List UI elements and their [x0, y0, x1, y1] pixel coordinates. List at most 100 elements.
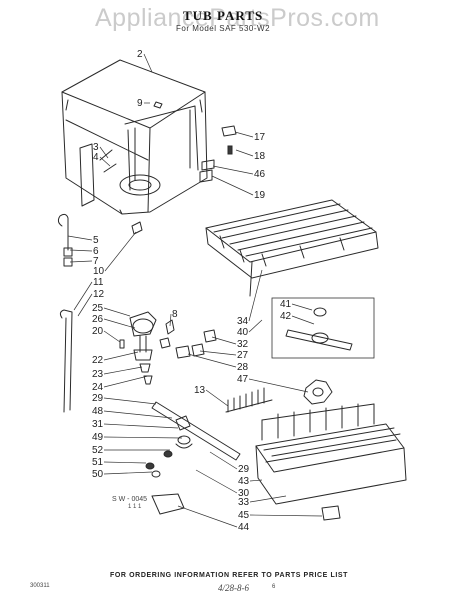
- tub-assembly: [61, 59, 208, 215]
- page-title: TUB PARTS: [183, 8, 264, 23]
- callout-c30: 30: [238, 488, 250, 499]
- callout-c18: 18: [254, 151, 266, 162]
- leader-line-c50: [103, 471, 153, 475]
- left-reference: 300311: [30, 583, 50, 589]
- nuts-and-washers: [145, 450, 173, 478]
- callout-c28: 28: [237, 362, 249, 373]
- callout-c33: 33: [238, 497, 250, 508]
- leader-line-c34: [248, 269, 263, 322]
- callout-c22: 22: [92, 355, 104, 366]
- leader-line-c25: [103, 307, 131, 317]
- drawing-code-sub: 1 1 1: [128, 504, 142, 510]
- callout-c12: 12: [93, 289, 105, 300]
- callout-c29b: 29: [238, 464, 250, 475]
- leader-line-c17: [234, 131, 254, 138]
- leader-line-c3: [99, 146, 109, 159]
- callout-c4: 4: [93, 152, 99, 163]
- leader-line-c22: [103, 351, 139, 361]
- callout-c45: 45: [238, 510, 250, 521]
- leader-line-c4: [99, 156, 111, 167]
- leader-line-c33: [249, 495, 287, 503]
- callout-c43: 43: [238, 476, 250, 487]
- drawing-code: S W - 0045: [112, 496, 148, 503]
- callout-c19: 19: [254, 190, 266, 201]
- leader-line-c45: [249, 514, 323, 517]
- callout-c20: 20: [92, 326, 104, 337]
- leader-line-c40: [248, 319, 263, 333]
- callout-c23: 23: [92, 369, 104, 380]
- callout-c8: 8: [172, 309, 178, 320]
- callout-c25: 25: [92, 303, 104, 314]
- leader-line-c29a: [103, 397, 157, 405]
- silverware-guide: [225, 387, 273, 413]
- callout-c50: 50: [92, 469, 104, 480]
- callout-c27: 27: [237, 350, 249, 361]
- leader-line-c6: [69, 249, 93, 252]
- leader-line-c46: [212, 165, 254, 175]
- callout-c7: 7: [93, 256, 99, 267]
- leader-line-c49: [103, 436, 183, 439]
- leader-line-c18: [235, 149, 254, 157]
- callout-c46: 46: [254, 169, 266, 180]
- leader-line-c12: [77, 293, 93, 317]
- leader-line-c20: [103, 330, 121, 343]
- leader-line-c42: [291, 315, 315, 325]
- leader-line-c30: [195, 469, 238, 494]
- callout-c11: 11: [93, 277, 104, 288]
- handwritten-note: 4/28-8-6: [218, 583, 249, 593]
- leader-line-c5: [67, 235, 93, 241]
- leader-line-c24: [103, 375, 149, 388]
- pump-assembly: [119, 311, 175, 385]
- leader-line-c48: [103, 410, 173, 419]
- model-subtitle: For Model SAF 530-W2: [176, 24, 271, 33]
- callout-c52: 52: [92, 445, 104, 456]
- leader-line-c8: [169, 313, 172, 327]
- callout-c48: 48: [92, 406, 104, 417]
- leader-line-c44: [177, 505, 238, 528]
- watermark: AppliancePartsPros.com: [95, 4, 380, 32]
- lower-rack: [255, 403, 407, 505]
- fittings: [159, 329, 217, 359]
- callout-c49: 49: [92, 432, 104, 443]
- callout-c51: 51: [92, 457, 104, 468]
- leader-line-c32: [211, 336, 237, 345]
- lower-spray-arm: [151, 401, 241, 461]
- leader-line-c51: [103, 461, 147, 464]
- callout-c40: 40: [237, 327, 249, 338]
- callout-c2: 2: [137, 49, 143, 60]
- leader-line-c19: [211, 175, 254, 196]
- leader-line-c29b: [209, 451, 238, 470]
- leader-line-c23: [103, 366, 143, 375]
- callout-c24: 24: [92, 382, 104, 393]
- callout-c47: 47: [237, 374, 249, 385]
- leader-line-c28: [187, 353, 237, 368]
- ordering-note: FOR ORDERING INFORMATION REFER TO PARTS …: [110, 572, 349, 579]
- spray-arm-47: [303, 379, 333, 405]
- callout-c32: 32: [237, 339, 249, 350]
- leader-line-c11: [73, 281, 93, 311]
- leader-line-c43: [249, 479, 263, 482]
- callout-c26: 26: [92, 314, 104, 325]
- leader-line-c26: [103, 318, 136, 329]
- leader-line-c41: [291, 303, 313, 311]
- callout-c34: 34: [237, 316, 249, 327]
- fill-tube: [59, 309, 73, 413]
- page-number: 6: [272, 584, 276, 590]
- leader-line-c13: [205, 389, 229, 407]
- callout-c44: 44: [238, 522, 250, 533]
- callout-c5: 5: [93, 235, 99, 246]
- leader-line-c47: [248, 378, 309, 393]
- callout-c9: 9: [137, 98, 143, 109]
- callout-c31: 31: [92, 419, 104, 430]
- callout-c13: 13: [194, 385, 206, 396]
- callout-c3: 3: [93, 142, 99, 153]
- callout-c29a: 29: [92, 393, 104, 404]
- spray-arm-box: [271, 297, 375, 359]
- leader-line-c7: [69, 260, 93, 263]
- door-hardware: [199, 125, 237, 183]
- callout-c10: 10: [93, 266, 105, 277]
- callout-c17: 17: [254, 132, 266, 143]
- leader-line-c10: [104, 231, 137, 272]
